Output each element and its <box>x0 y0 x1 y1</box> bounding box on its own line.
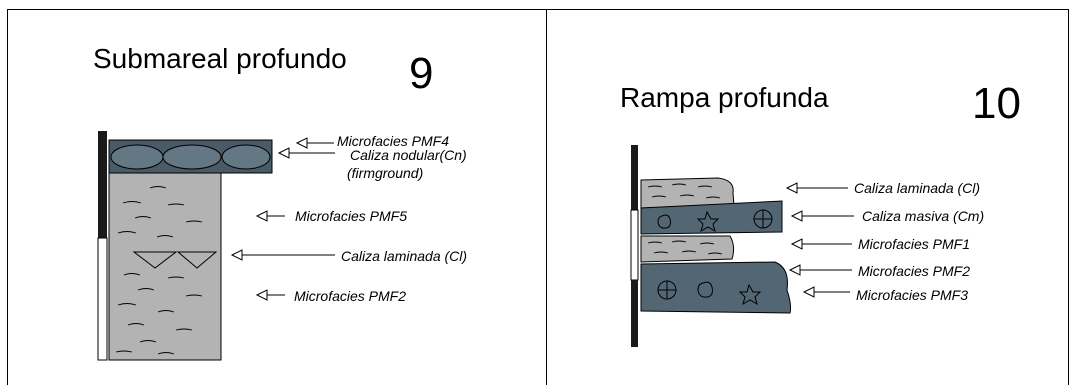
arrow-pmf2-9 <box>255 289 285 301</box>
label-caliza-laminada-9: Caliza laminada (Cl) <box>341 248 468 264</box>
panel-divider <box>546 9 547 385</box>
column-9 <box>97 131 273 361</box>
arrows-10 <box>785 182 854 298</box>
triangle-symbol <box>176 251 218 269</box>
panel-9-number: 9 <box>409 49 434 98</box>
column-10 <box>630 145 792 347</box>
label-microfacies-pmf2-10: Microfacies PMF2 <box>858 263 971 279</box>
column-10-white-bar <box>630 209 639 281</box>
arrow-nodular <box>277 147 335 159</box>
arrow-pmf2-10 <box>788 264 852 276</box>
triangle-symbol <box>132 251 178 269</box>
label-microfacies-pmf1: Microfacies PMF1 <box>858 236 971 252</box>
arrow-laminada-9 <box>230 249 335 261</box>
panel-9-title: Submareal profundo <box>93 43 347 74</box>
column-9-dark-bar <box>98 131 107 238</box>
arrows-9 <box>230 137 335 301</box>
star-fossil-icon <box>696 210 720 233</box>
fossil-oval-icon <box>657 214 671 229</box>
label-microfacies-pmf3: Microfacies PMF3 <box>856 287 969 303</box>
arrow-pmf4 <box>295 137 334 149</box>
arrow-masiva <box>790 210 854 222</box>
arrow-pmf1 <box>790 238 852 250</box>
figure-frame <box>7 9 1069 385</box>
column-9-white-bar <box>97 237 108 361</box>
label-firmground: (firmground) <box>347 165 424 181</box>
label-microfacies-pmf2-9: Microfacies PMF2 <box>294 288 407 304</box>
label-microfacies-pmf4: Microfacies PMF4 <box>337 133 450 149</box>
nodule <box>110 144 164 170</box>
label-caliza-nodular: Caliza nodular(Cn) <box>350 147 467 163</box>
nodule <box>162 144 222 170</box>
nodule <box>221 144 271 170</box>
arrow-pmf5 <box>255 210 285 222</box>
label-microfacies-pmf5: Microfacies PMF5 <box>295 208 408 224</box>
arrow-laminada-10 <box>785 182 848 194</box>
label-caliza-masiva: Caliza masiva (Cm) <box>862 208 985 224</box>
column-10-dark-bar-top <box>631 145 638 210</box>
laminated-bed-10-top <box>640 177 735 209</box>
fossil-oval-icon <box>697 281 713 298</box>
label-caliza-laminada-10: Caliza laminada (Cl) <box>854 180 981 196</box>
arrow-pmf3 <box>802 286 850 298</box>
lamination-marks <box>647 183 721 199</box>
lamination-marks <box>647 240 723 255</box>
lamination-marks <box>115 186 203 355</box>
star-fossil-icon <box>738 283 762 306</box>
massive-bed <box>640 200 783 235</box>
panel-10-title: Rampa profunda <box>620 82 829 113</box>
massive-bed-lower <box>640 261 792 314</box>
laminated-bed-9 <box>108 172 222 361</box>
column-10-dark-bar-bottom <box>631 280 638 347</box>
panel-10-number: 10 <box>972 79 1021 128</box>
laminated-bed-10-mid <box>640 235 735 263</box>
